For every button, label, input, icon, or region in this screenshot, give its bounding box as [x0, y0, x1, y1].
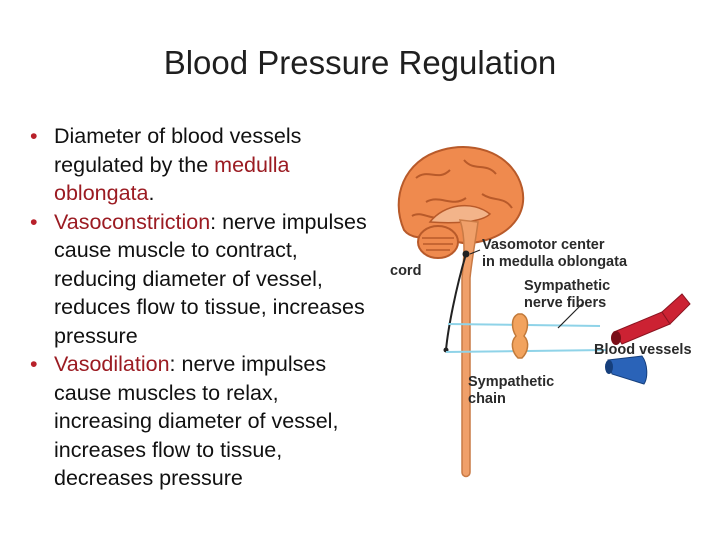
label-cord: cord	[390, 263, 421, 279]
artery-illustration	[611, 293, 691, 345]
bullet-item: • Diameter of blood vessels regulated by…	[30, 122, 380, 208]
bullet-text-end: : nerve impulses cause muscles to relax,…	[54, 352, 339, 490]
bullet-text-end: .	[148, 181, 155, 205]
cerebellum-illustration	[417, 225, 459, 259]
sympathetic-chain	[511, 313, 529, 359]
label-fibers-2: nerve fibers	[524, 295, 606, 311]
label-fibers-1: Sympathetic	[524, 278, 610, 294]
nervous-control-figure: cord Vasomotor center in medulla oblonga…	[386, 138, 716, 483]
descending-pathway	[445, 253, 467, 351]
bullet-dot-icon: •	[30, 209, 38, 234]
bullet-item: • Vasodilation: nerve impulses cause mus…	[30, 350, 380, 493]
slide-title: Blood Pressure Regulation	[163, 44, 557, 81]
bullet-text: Diameter of blood vessels regulated by t…	[54, 124, 302, 177]
label-vasomotor-1: Vasomotor center	[482, 237, 605, 253]
bullet-highlight: Vasodilation	[54, 352, 170, 376]
spinal-cord	[458, 219, 479, 478]
label-chain-2: chain	[468, 391, 506, 407]
label-blood-vessels: Blood vessels	[594, 342, 692, 358]
bullet-item: • Vasoconstriction: nerve impulses cause…	[30, 208, 380, 351]
bullet-text-end: : nerve impulses cause muscle to contrac…	[54, 209, 367, 348]
bullet-dot-icon: •	[30, 124, 38, 148]
vein-illustration	[605, 355, 648, 385]
label-vasomotor-2: in medulla oblongata	[482, 254, 628, 270]
bullet-list: • Diameter of blood vessels regulated by…	[30, 122, 380, 493]
fiber-pointer-line	[557, 301, 585, 329]
bullet-highlight: Vasoconstriction	[54, 209, 211, 234]
vasomotor-pointer-line	[469, 249, 481, 255]
brain-illustration	[397, 146, 525, 244]
bullet-dot-icon: •	[30, 352, 38, 376]
figure-svg: cord Vasomotor center in medulla oblonga…	[390, 146, 692, 478]
label-chain-1: Sympathetic	[468, 374, 554, 390]
bullet-highlight: medulla oblongata	[54, 152, 290, 206]
